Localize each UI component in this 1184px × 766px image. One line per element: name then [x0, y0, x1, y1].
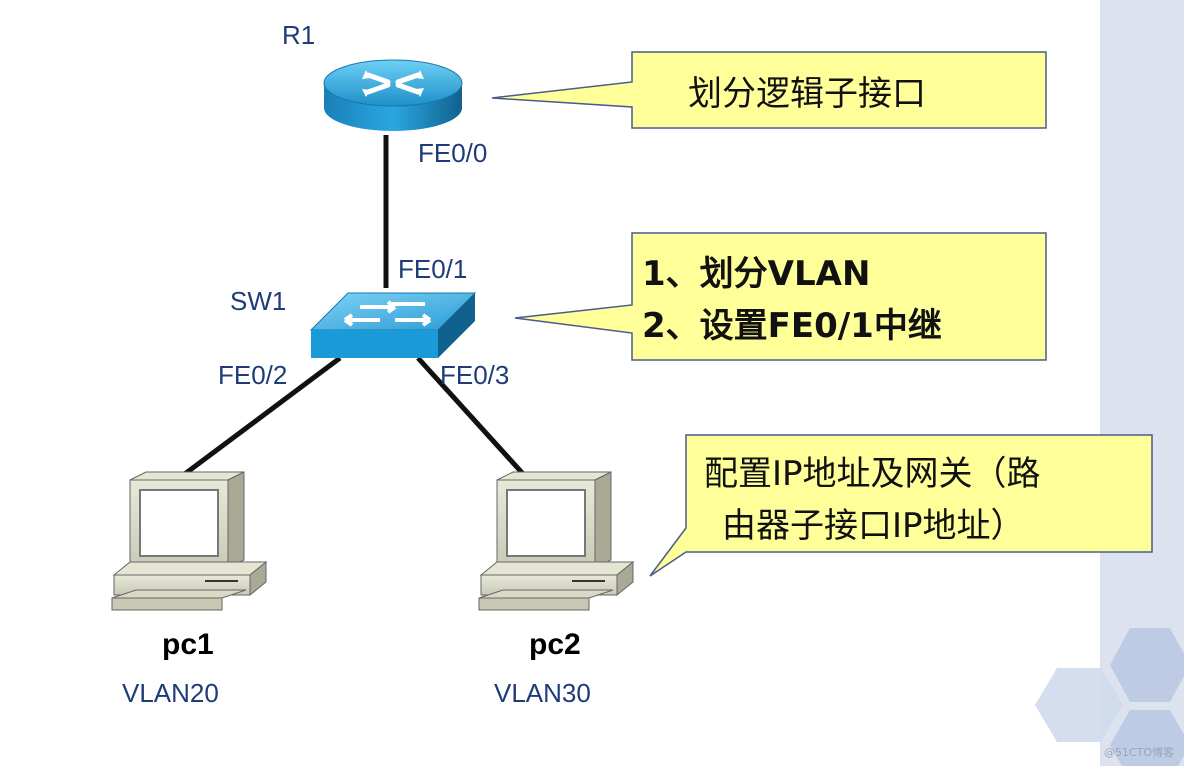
pc1-computer-icon: [111, 471, 268, 611]
pc2-vlan-label: VLAN30: [494, 678, 591, 708]
callout-switch-line-2: 2、设置FE0/1中继: [642, 306, 942, 346]
switch-port-right-label: FE0/3: [440, 360, 510, 390]
router-icon: [323, 59, 463, 131]
callout-switch-bubble: [514, 232, 1047, 361]
callout-switch-line-1: 1、划分VLAN: [642, 254, 871, 294]
callout-pc-bubble: [649, 434, 1153, 577]
switch-name-label: SW1: [230, 286, 287, 316]
link-sw1-pc2: [416, 356, 527, 478]
pc2-computer-icon: [478, 471, 635, 611]
pc2-name-label: pc2: [529, 628, 581, 661]
link-sw1-pc1: [180, 355, 342, 479]
watermark: @51CTO博客: [1103, 746, 1174, 759]
router-name-label: R1: [282, 20, 316, 50]
callout-router-text: 划分逻辑子接口: [688, 74, 926, 114]
switch-port-left-label: FE0/2: [218, 360, 288, 390]
switch-icon: [309, 292, 477, 358]
router-port-label: FE0/0: [418, 138, 488, 168]
pc1-vlan-label: VLAN20: [122, 678, 219, 708]
pc1-name-label: pc1: [162, 628, 214, 661]
switch-uplink-port-label: FE0/1: [398, 254, 468, 284]
hexagon-decoration: [1035, 628, 1184, 766]
callout-pc-line-2: 由器子接口IP地址）: [722, 506, 1025, 546]
callout-router-bubble: [491, 51, 1047, 129]
callout-pc-line-1: 配置IP地址及网关（路: [704, 454, 1041, 494]
